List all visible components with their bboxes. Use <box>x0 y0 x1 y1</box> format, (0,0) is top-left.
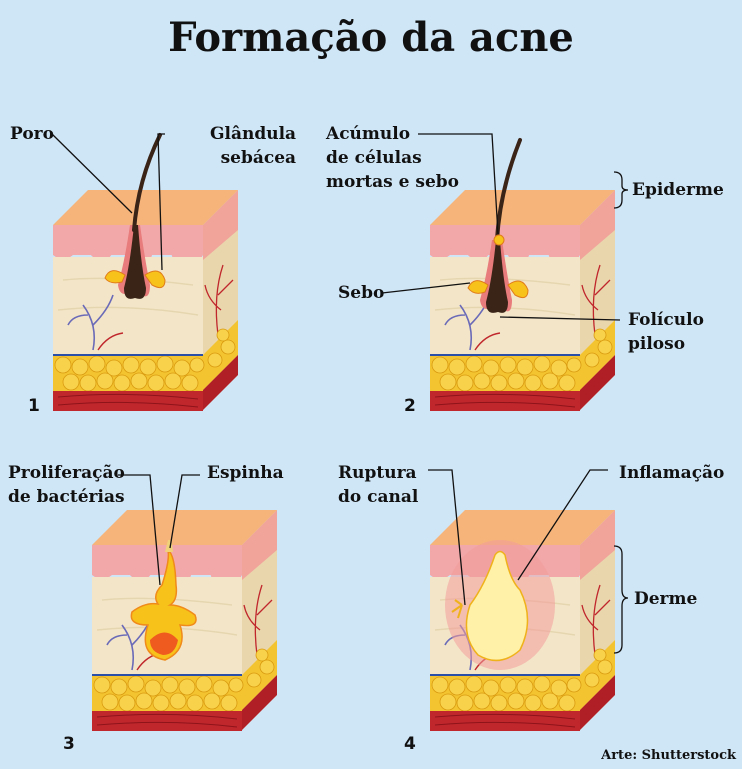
label-bacterial-proliferation: Proliferação de bactérias <box>8 461 125 509</box>
page-title: Formação da acne <box>168 14 574 61</box>
label-hair-follicle-line2: piloso <box>628 334 686 354</box>
panel-number-3: 3 <box>63 734 75 754</box>
label-sebaceous-gland-line2: sebácea <box>220 148 297 168</box>
label-canal-rupture: Ruptura do canal <box>338 461 418 509</box>
panel-4-skin-block <box>428 469 629 732</box>
label-rupture-line2: do canal <box>338 487 419 507</box>
panel-number-4: 4 <box>404 734 416 754</box>
panel-3-skin-block <box>91 474 278 732</box>
label-hair-follicle-line1: Folículo <box>628 310 704 330</box>
label-pimple: Espinha <box>207 463 284 483</box>
panel-1-skin-block <box>51 133 239 412</box>
label-bacterial-line1: Proliferação <box>8 463 125 483</box>
image-credit: Arte: Shutterstock <box>601 748 736 763</box>
panel-number-2: 2 <box>404 396 416 416</box>
panel-2-skin-block <box>381 133 629 412</box>
label-rupture-line1: Ruptura <box>338 463 417 483</box>
label-inflammation: Inflamação <box>619 463 725 483</box>
label-epidermis: Epiderme <box>632 180 724 200</box>
label-bacterial-line2: de bactérias <box>8 487 125 507</box>
label-pore: Poro <box>10 124 54 144</box>
label-dead-cells-line3: mortas e sebo <box>326 172 459 192</box>
label-sebum: Sebo <box>338 283 385 303</box>
label-hair-follicle: Folículo piloso <box>628 308 704 356</box>
label-dead-cells-line2: de células <box>326 148 422 168</box>
label-sebaceous-gland-line1: Glândula <box>210 124 297 144</box>
label-dead-cells-sebum: Acúmulo de células mortas e sebo <box>326 122 459 194</box>
label-dermis: Derme <box>634 589 698 609</box>
label-dead-cells-line1: Acúmulo <box>326 124 411 144</box>
label-sebaceous-gland: Glândula sebácea <box>210 122 296 170</box>
panel-number-1: 1 <box>28 396 40 416</box>
